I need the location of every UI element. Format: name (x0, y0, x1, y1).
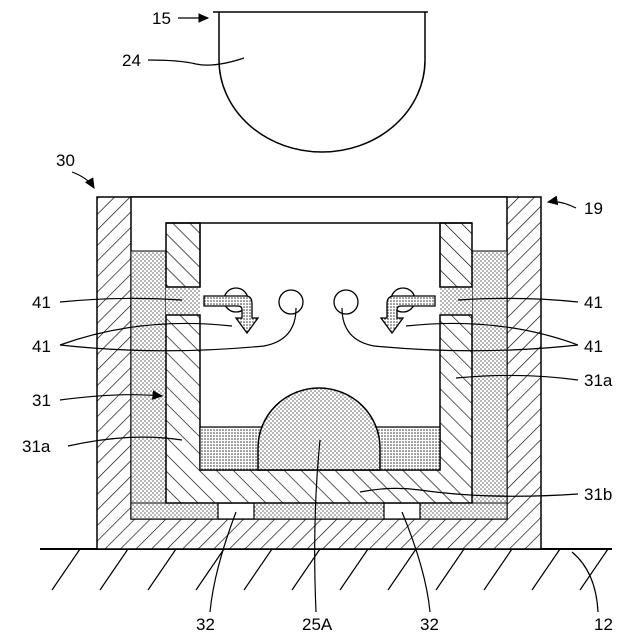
label-31a-left: 31a (22, 437, 51, 456)
label-19: 19 (584, 199, 603, 218)
label-32-right: 32 (420, 615, 439, 634)
label-25a: 25A (302, 615, 333, 634)
label-41-left-upper: 41 (32, 293, 51, 312)
label-30: 30 (56, 151, 75, 170)
ground-12 (40, 549, 612, 590)
label-41-right-upper: 41 (584, 293, 603, 312)
label-41-right-lower: 41 (584, 337, 603, 356)
label-15: 15 (152, 9, 171, 28)
label-24: 24 (122, 51, 141, 70)
object-24 (213, 12, 428, 152)
label-31a-right: 31a (584, 371, 613, 390)
label-12: 12 (594, 615, 613, 634)
label-32-left: 32 (196, 615, 215, 634)
label-31b: 31b (584, 485, 612, 504)
label-31: 31 (32, 391, 51, 410)
label-41-left-lower: 41 (32, 337, 51, 356)
